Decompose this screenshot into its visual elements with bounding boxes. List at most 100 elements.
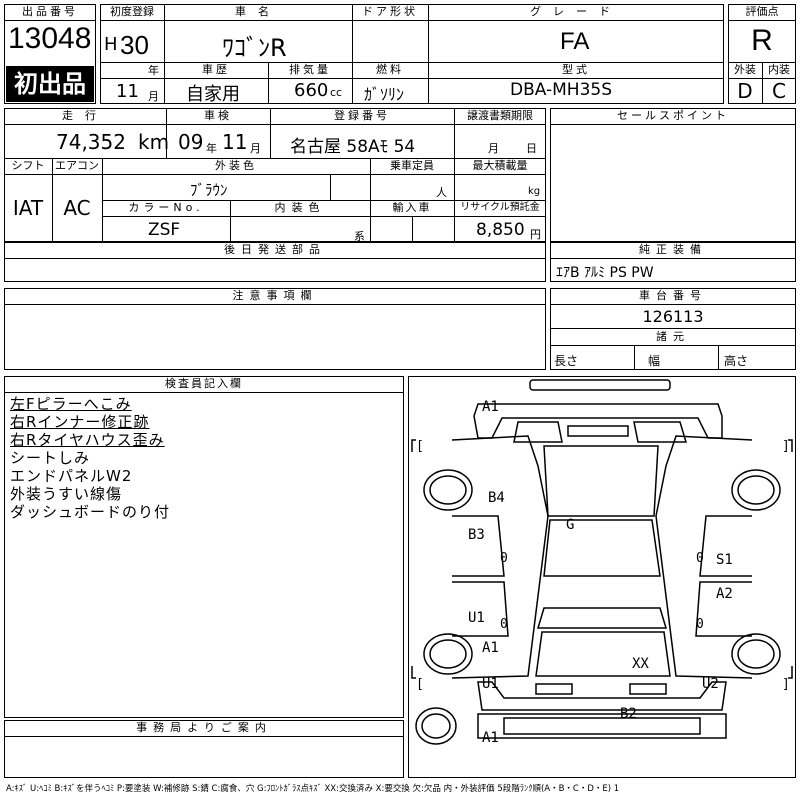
chassis-label: 車台番号	[639, 289, 707, 302]
grade-label: グレード	[530, 5, 622, 18]
capacity-label: 乗車定員	[390, 159, 434, 172]
svg-text:]: ]	[782, 677, 790, 692]
era: H	[104, 34, 118, 55]
svg-text:0: 0	[500, 551, 508, 566]
diagram-label: B3	[468, 527, 485, 543]
diagram-label: U2	[702, 676, 719, 692]
registration-month: 11	[116, 81, 139, 102]
car-name: ﾜｺﾞﾝR	[222, 34, 287, 62]
svg-text:[: [	[416, 677, 424, 692]
model-code: DBA-MH35S	[510, 80, 613, 100]
inspector-line: 右Rインナー修正跡	[10, 413, 150, 431]
ac-label: エアコン	[55, 159, 99, 172]
exterior-color: ﾌﾞﾗｳﾝ	[190, 181, 228, 199]
notes-box	[4, 288, 546, 370]
diagram-label: XX	[632, 656, 649, 672]
ac: AC	[63, 196, 91, 220]
inspection-year-unit: 年	[206, 142, 217, 155]
inspector-line: 右Rタイヤハウス歪み	[10, 431, 165, 449]
transfer-deadline-label: 譲渡書類期限	[467, 109, 533, 122]
grade: FA	[560, 28, 590, 55]
spec-length-label: 長さ	[554, 354, 579, 368]
registration-year: 30	[120, 30, 149, 60]
recycle-fee: 8,850	[476, 220, 525, 240]
plate-number: 名古屋 58Aﾓ 54	[290, 137, 416, 157]
color-number-label: カラーNo.	[128, 201, 204, 214]
diagram-label: S1	[716, 552, 733, 568]
inspector-line: 左Fピラーへこみ	[10, 395, 132, 413]
chassis-box	[550, 288, 796, 370]
max-load-label: 最大積載量	[472, 159, 528, 172]
plate-label: 登録番号	[334, 109, 390, 122]
car-diagram	[408, 376, 796, 778]
interior-color-label: 内装色	[274, 201, 326, 214]
svg-text:0: 0	[696, 617, 704, 632]
diagram-label: G	[566, 517, 575, 533]
lot-number-label: 出品番号	[22, 5, 78, 18]
diagram-label: U1	[468, 610, 485, 626]
diagram-label: B4	[488, 490, 505, 506]
spec-width-label: 幅	[648, 354, 661, 368]
capacity-unit: 人	[436, 186, 447, 199]
diagram-label: U1	[482, 676, 499, 692]
displacement-label: 排気量	[289, 63, 331, 76]
mileage: 74,352	[56, 130, 126, 154]
spec-height-label: 高さ	[724, 354, 749, 368]
shift-label: シフト	[11, 159, 45, 172]
shift: IAT	[12, 196, 44, 220]
first-listing-badge: 初出品	[6, 66, 94, 102]
model-label: 型式	[562, 63, 590, 76]
max-load-unit: kg	[528, 186, 541, 197]
year-unit: 年	[148, 64, 159, 77]
exterior-color-label: 外装色	[215, 159, 257, 172]
inspector-line: 外装うすい線傷	[10, 485, 123, 503]
diagram-label: A1	[482, 399, 499, 415]
diagram-label: A1	[482, 640, 499, 656]
genuine-equipment-box	[550, 242, 796, 282]
legend: A:ｷｽﾞ U:ﾍｺﾐ B:ｷｽﾞを伴うﾍｺﾐ P:要塗装 W:補修跡 S:錆 …	[6, 784, 620, 794]
svg-text:[: [	[416, 439, 424, 454]
score: R	[751, 24, 773, 57]
history-label: 車歴	[202, 63, 230, 76]
car-outline-diagram: [] [] 0 0 0 0	[411, 379, 793, 745]
interior-grade: C	[772, 79, 786, 103]
exterior-grade: D	[737, 79, 753, 103]
notes-label: 注意事項欄	[232, 289, 318, 302]
displacement: 660	[294, 80, 329, 101]
displacement-unit: cc	[330, 86, 343, 99]
car-name-label: 車名	[235, 5, 281, 18]
svg-text:0: 0	[500, 617, 508, 632]
specs-label: 諸元	[656, 330, 690, 343]
later-parts-box	[4, 242, 546, 282]
diagram-label: A1	[482, 730, 499, 746]
sales-points-box	[550, 108, 796, 242]
office-box	[4, 720, 404, 778]
import-label: 輸入車	[392, 201, 432, 214]
chassis-number: 126113	[642, 307, 704, 326]
inspector-box	[4, 376, 404, 718]
header-table	[100, 4, 724, 104]
lot-number: 13048	[8, 22, 92, 55]
details-table	[4, 108, 546, 242]
inspection-month: 11	[222, 130, 248, 154]
svg-text:]: ]	[782, 439, 790, 454]
exterior-label: 外装	[734, 63, 756, 76]
inspector-line: シートしみ	[10, 449, 91, 467]
history: 自家用	[186, 84, 240, 105]
inspector-label: 検査員記入欄	[165, 377, 243, 390]
lot-number-box	[4, 4, 96, 104]
month-unit: 月	[148, 90, 159, 103]
interior-label: 内装	[768, 63, 790, 76]
diagram-label: B2	[620, 706, 637, 722]
diagram-label: A2	[716, 586, 733, 602]
inspector-line: エンドパネルW2	[10, 467, 133, 485]
score-label: 評価点	[745, 5, 779, 18]
genuine-equipment: ｴｱB ｱﾙﾐ PS PW	[556, 265, 654, 281]
door-label: ドア形状	[362, 5, 418, 18]
inspector-line: ダッシュボードのり付	[10, 503, 171, 521]
svg-text:0: 0	[696, 551, 704, 566]
inspection-month-unit: 月	[250, 142, 261, 155]
genuine-equipment-label: 純正装備	[639, 243, 707, 256]
transfer-day-unit: 日	[526, 142, 537, 155]
recycle-label: リサイクル預託金	[460, 202, 540, 213]
